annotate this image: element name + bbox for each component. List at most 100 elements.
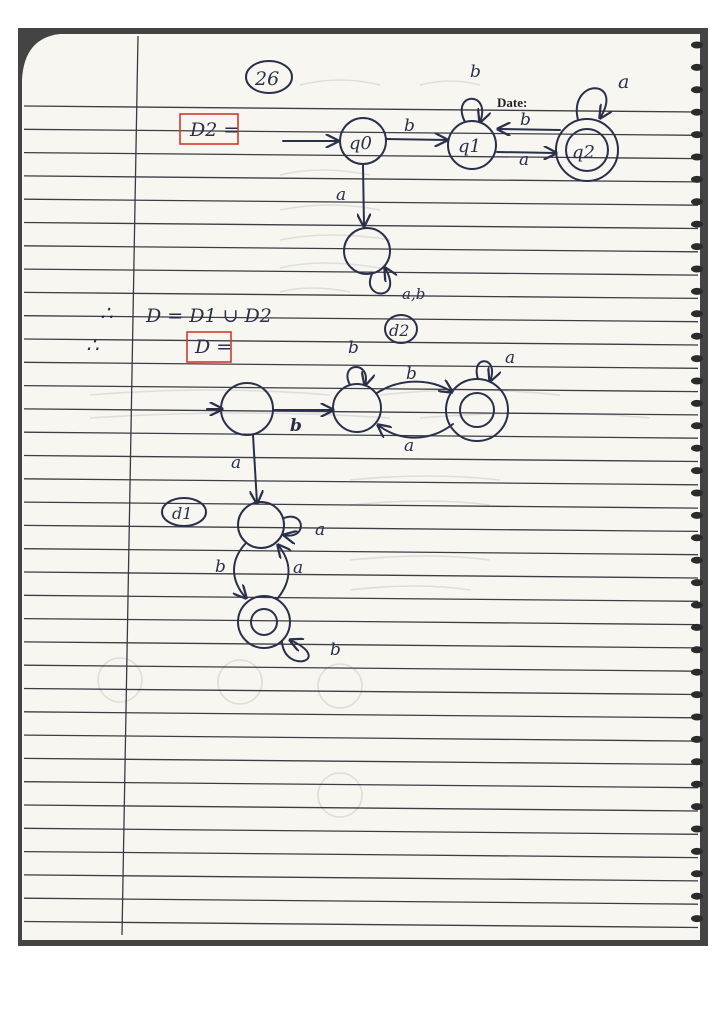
d2-label-box [179,113,239,145]
edge-d1s2-d1s1-label: a [293,558,303,578]
loop-d2s2-label: a [505,348,515,368]
edge-d2s2-d2s1 [378,424,454,439]
union-text: D = D1 ∪ D2 [145,305,272,327]
therefore-2: ∴ [86,333,99,357]
edge-q0-dead [363,164,364,226]
spiral-hole [691,556,703,564]
spiral-hole [691,892,703,900]
edge-start-d1s1 [253,434,257,503]
edge-d1s1-d1s2 [234,542,246,598]
spiral-hole [691,399,703,407]
state-q2-label: q2 [572,142,595,163]
spiral-hole [691,220,703,228]
spiral-hole [691,758,703,766]
spiral-hole [691,668,703,676]
state-q2-inner [565,128,609,172]
edge-d1s2-d1s1 [278,545,289,599]
loop-d1s2-label: b [330,640,341,660]
spiral-hole [691,579,703,587]
spiral-hole [691,691,703,699]
edge-start-d2s1-label: b [290,416,302,436]
spiral-hole [691,243,703,251]
ruled-line [23,664,699,672]
loop-d1s1-label: a [315,520,325,540]
spiral-hole [691,803,703,811]
page-number-circle [245,60,293,94]
state-q0-label: q0 [349,133,372,154]
spiral-hole [691,646,703,654]
ruled-line [23,361,699,369]
edge-start-d1s1-label: a [231,453,241,473]
ruled-line [23,501,699,509]
margin-line [121,35,139,936]
spiral-hole [691,780,703,788]
d-state-d1s2-outer [237,595,291,649]
d-state-d2s2-inner [459,392,495,428]
spiral-hole [691,444,703,452]
edge-d2s1-d2s2-label: b [406,364,417,384]
spiral-hole [691,332,703,340]
spiral-hole [691,310,703,318]
page-number: 26 [254,68,279,90]
ruled-line [23,315,699,323]
tag-d1-circle [161,497,207,527]
spiral-hole [691,131,703,139]
loop-q1-label: b [470,62,481,82]
edge-q0-q1-label: b [404,116,415,136]
d-state-d1s1 [237,501,285,549]
ruled-line [23,850,699,859]
ruled-line [23,198,699,206]
d-state-d1s2-inner [250,608,278,636]
loop-q1 [460,97,482,122]
ruled-line [23,920,699,929]
ruled-line [23,641,699,649]
edge-q1-q2 [496,152,556,153]
edge-d2s2-d2s1-label: a [404,436,414,456]
edge-q2-q1 [498,129,561,130]
loop-d1s1 [284,515,302,536]
bleed-through [89,79,651,818]
spiral-hole [691,870,703,878]
spiral-hole [691,153,703,161]
ruled-line [23,338,699,346]
tag-d2: d2 [389,321,409,340]
edge-q1-q2-label: a [519,150,529,170]
ruled-line [23,711,699,719]
ruled-line [23,781,699,789]
ruled-line [23,874,699,882]
state-q1 [447,120,497,170]
ruled-line [23,571,699,579]
ruled-line [23,897,699,905]
spiral-hole [691,713,703,721]
edge-d1s1-d1s2-label: b [215,557,226,577]
spiral-hole [691,377,703,385]
tag-d2-circle [384,314,418,344]
spiral-hole [691,467,703,475]
edge-q0-dead-label: a [336,185,346,205]
loop-d1s2 [281,640,310,663]
spiral-hole [691,915,703,923]
spiral-hole [691,108,703,116]
loop-q2-label: a [618,71,629,93]
loop-dead [369,268,390,295]
loop-q2 [575,87,607,120]
d2-label: D2 = [189,119,239,141]
ruled-line [23,291,699,300]
loop-d2s1 [346,366,366,385]
loop-d2s2 [475,360,492,381]
date-label: Date: [497,95,527,110]
ruled-line [23,827,699,835]
ruled-line [23,431,699,439]
ruled-line [23,734,699,742]
ruled-line [23,524,699,533]
ruled-line [23,245,699,253]
therefore-1: ∴ [100,301,113,325]
edge-d2s1-d2s2 [376,382,452,393]
d-state-d2s1 [332,383,382,433]
spiral-hole [691,511,703,519]
ruled-line [23,408,699,416]
ruled-line [23,687,699,696]
d-label-box [186,331,232,363]
ruled-lines [23,105,699,929]
